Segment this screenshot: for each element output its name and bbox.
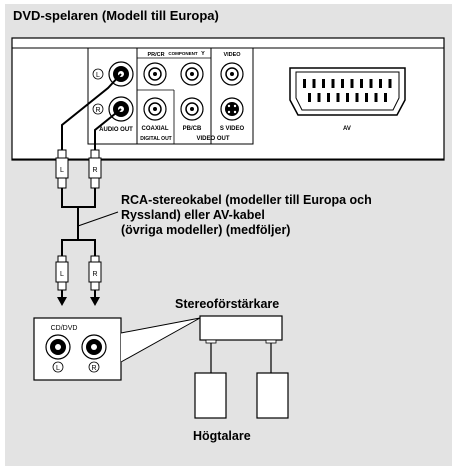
lower-left-plug-letter: L — [60, 271, 64, 278]
scart-pin — [369, 79, 373, 88]
scart-pin — [384, 93, 387, 102]
scart-pin — [312, 79, 316, 88]
scart-pin — [360, 79, 363, 88]
cable-lower-right-plug: R — [88, 255, 102, 306]
diagram-title: DVD-spelaren (Modell till Europa) — [13, 8, 219, 23]
scart-pin — [322, 79, 325, 88]
amplifier-input-panel: CD/DVD L R — [33, 317, 122, 381]
coaxial-jack — [143, 97, 167, 121]
amp-right-jack: R — [81, 334, 107, 373]
cable-split — [61, 188, 96, 256]
cable-upper-left-plug: L — [55, 149, 69, 189]
amp-right-letter: R — [91, 365, 96, 372]
cable-description: RCA-stereokabel (modeller till Europa oc… — [121, 193, 451, 238]
scart-pin — [388, 79, 392, 88]
audio-out-right-letter: R — [95, 107, 100, 114]
video-jack — [220, 62, 244, 86]
video-out-label: VIDEO OUT — [196, 136, 229, 142]
audio-out-left-letter: L — [96, 72, 100, 79]
component-pr-jack — [143, 62, 167, 86]
svideo-jack — [220, 97, 244, 121]
av-label: AV — [343, 126, 351, 132]
lower-right-plug-letter: R — [92, 271, 97, 278]
amplifier-label: Stereoförstärkare — [175, 297, 280, 311]
audio-out-label: AUDIO OUT — [99, 127, 133, 133]
scart-pin — [346, 93, 349, 102]
scart-pin — [379, 79, 382, 88]
speaker-wires — [205, 339, 277, 373]
av-scart-connector — [289, 67, 406, 116]
cable-callout-line — [77, 211, 119, 227]
scart-pin — [374, 93, 378, 102]
amp-left-jack: L — [45, 334, 71, 373]
stereo-cable — [61, 73, 122, 150]
svideo-label: S VIDEO — [220, 126, 245, 132]
dvd-player-rear-panel: L R AUDIO OUT PR/CR COMPONENT Y — [11, 37, 445, 161]
amplifier-box — [199, 315, 283, 341]
component-y-jack — [180, 62, 204, 86]
cable-label-line3: (övriga modeller) (medföljer) — [121, 223, 291, 237]
scart-pin — [355, 93, 359, 102]
component-label: COMPONENT — [168, 51, 198, 56]
scart-pin — [308, 93, 311, 102]
upper-right-plug-letter: R — [92, 167, 97, 174]
upper-left-plug-letter: L — [60, 167, 64, 174]
speakers-label: Högtalare — [193, 429, 251, 443]
cable-lower-left-plug: L — [55, 255, 69, 306]
component-pb-label: PB/CB — [183, 126, 202, 132]
cable-upper-right-plug: R — [88, 149, 102, 189]
cd-dvd-label: CD/DVD — [51, 325, 78, 332]
scart-pin — [327, 93, 330, 102]
component-pr-label: PR/CR — [147, 52, 164, 58]
component-pb-jack — [180, 97, 204, 121]
scart-pin — [317, 93, 321, 102]
scart-pin — [331, 79, 335, 88]
video-label: VIDEO — [223, 52, 241, 58]
scart-pin — [350, 79, 354, 88]
scart-pin — [341, 79, 344, 88]
cable-label-line2: Ryssland) eller AV-kabel — [121, 208, 265, 222]
component-y-label: Y — [201, 51, 205, 57]
cable-label-line1: RCA-stereokabel (modeller till Europa oc… — [121, 193, 372, 207]
right-speaker — [256, 372, 289, 419]
scart-pin — [365, 93, 368, 102]
amp-left-letter: L — [56, 365, 60, 372]
left-speaker — [194, 372, 227, 419]
coaxial-label: COAXIAL — [142, 126, 169, 132]
scart-pin — [303, 79, 306, 88]
digital-out-label: DIGITAL OUT — [140, 136, 171, 142]
scart-pin — [336, 93, 340, 102]
